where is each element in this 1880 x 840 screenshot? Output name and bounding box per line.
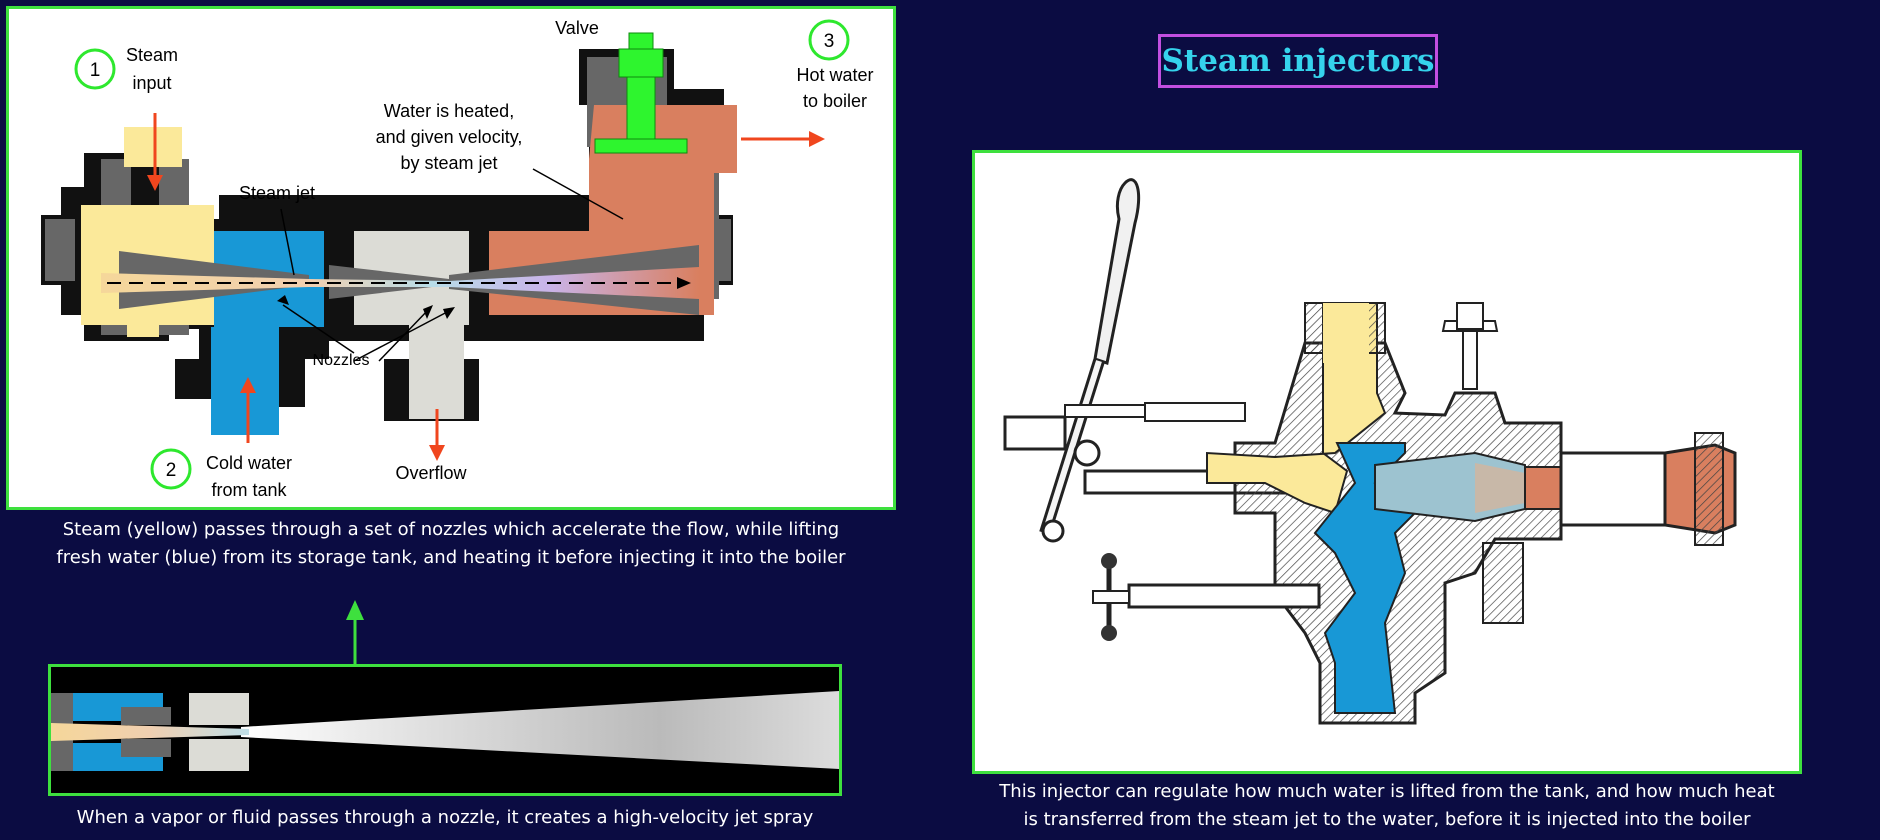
drawing-caption-line-2: is transferred from the steam jet to the… xyxy=(1023,809,1751,830)
overflow-chamber xyxy=(354,231,469,419)
lower-spindle xyxy=(1127,583,1321,609)
nozzle-pointer-head-1 xyxy=(277,295,289,305)
overflow-label: Overflow xyxy=(395,463,467,483)
cold-water-chamber xyxy=(211,231,324,401)
nozzles-label: Nozzles xyxy=(313,352,370,369)
green-up-arrow xyxy=(346,600,364,664)
heated-label-1: Water is heated, xyxy=(384,101,514,121)
left-flange xyxy=(45,219,75,281)
spray-grey-top xyxy=(121,707,171,725)
jet-spray xyxy=(241,691,839,769)
hot-water-label-1: Hot water xyxy=(796,65,873,85)
heated-label-3: by steam jet xyxy=(400,153,497,173)
jet-spray-panel xyxy=(48,664,842,796)
main-caption-line-1: Steam (yellow) passes through a set of n… xyxy=(62,519,840,540)
cold-water-label-1: Cold water xyxy=(206,453,292,473)
spray-grey-bottom xyxy=(121,739,171,757)
top-rod xyxy=(1144,402,1246,422)
marker-2-circle xyxy=(150,448,192,490)
main-caption-line-2: fresh water (blue) from its storage tank… xyxy=(56,547,846,568)
delivery-cone xyxy=(1475,463,1525,513)
valve-handle xyxy=(618,48,664,78)
drawing-caption-line-1: This injector can regulate how much wate… xyxy=(999,781,1775,802)
page-title: Steam injectors xyxy=(1161,43,1435,79)
steam-input-pipe xyxy=(124,127,182,167)
heated-label-2: and given velocity, xyxy=(376,127,523,147)
injector-drawing-caption: This injector can regulate how much wate… xyxy=(972,778,1802,834)
top-valve-wheel xyxy=(1441,302,1499,390)
jet-spray-diagram xyxy=(51,691,839,771)
hot-water-label-2: to boiler xyxy=(803,91,867,111)
marker-1-circle xyxy=(74,48,116,90)
jet-spray-caption: When a vapor or fluid passes through a n… xyxy=(76,807,814,828)
steam-input-label-2: input xyxy=(132,73,171,93)
injector-drawing xyxy=(1003,178,1737,725)
nozzle-pointer-head-2 xyxy=(423,305,433,319)
steam-jet-label: Steam jet xyxy=(239,183,315,203)
injector-diagram-panel: 1 2 3 Valve Steam input Hot water to boi… xyxy=(6,6,896,510)
steam-pipe-inner xyxy=(1323,303,1369,363)
lever xyxy=(1039,178,1141,543)
valve-seat xyxy=(594,138,688,154)
hot-water-arrow xyxy=(741,131,825,147)
valve-stem xyxy=(626,76,656,140)
steam-input-label-1: Steam xyxy=(126,45,178,65)
spray-inner-jet xyxy=(51,723,249,741)
jet-arrowhead xyxy=(677,277,691,289)
marker-3-circle xyxy=(808,19,850,61)
nozzle-pointer-head-3 xyxy=(443,307,455,319)
overflow-pipe xyxy=(1482,542,1524,624)
marker-3: 3 xyxy=(824,31,835,52)
cold-water-input-pipe xyxy=(211,401,279,435)
right-flange xyxy=(719,219,731,281)
cold-water-label-2: from tank xyxy=(211,480,287,500)
steam-input-arrow xyxy=(147,113,163,191)
valve-label: Valve xyxy=(555,18,599,38)
marker-2: 2 xyxy=(166,460,177,481)
injector-diagram: 1 2 3 Valve Steam input Hot water to boi… xyxy=(41,18,874,500)
spray-nozzle-bottom xyxy=(189,739,249,771)
overflow-arrow xyxy=(429,409,445,461)
outlet-flange xyxy=(1694,432,1724,546)
body-casing xyxy=(1233,341,1697,725)
main-diagram-caption: Steam (yellow) passes through a set of n… xyxy=(20,516,882,572)
marker-1: 1 xyxy=(90,60,101,81)
title-box: Steam injectors xyxy=(1158,34,1438,88)
cold-water-arrow xyxy=(240,377,256,443)
spray-nozzle-top xyxy=(189,693,249,725)
injector-drawing-panel xyxy=(972,150,1802,774)
lever-bracket xyxy=(1003,415,1067,451)
lower-handle xyxy=(1092,553,1130,641)
pointer-lines xyxy=(280,168,624,362)
